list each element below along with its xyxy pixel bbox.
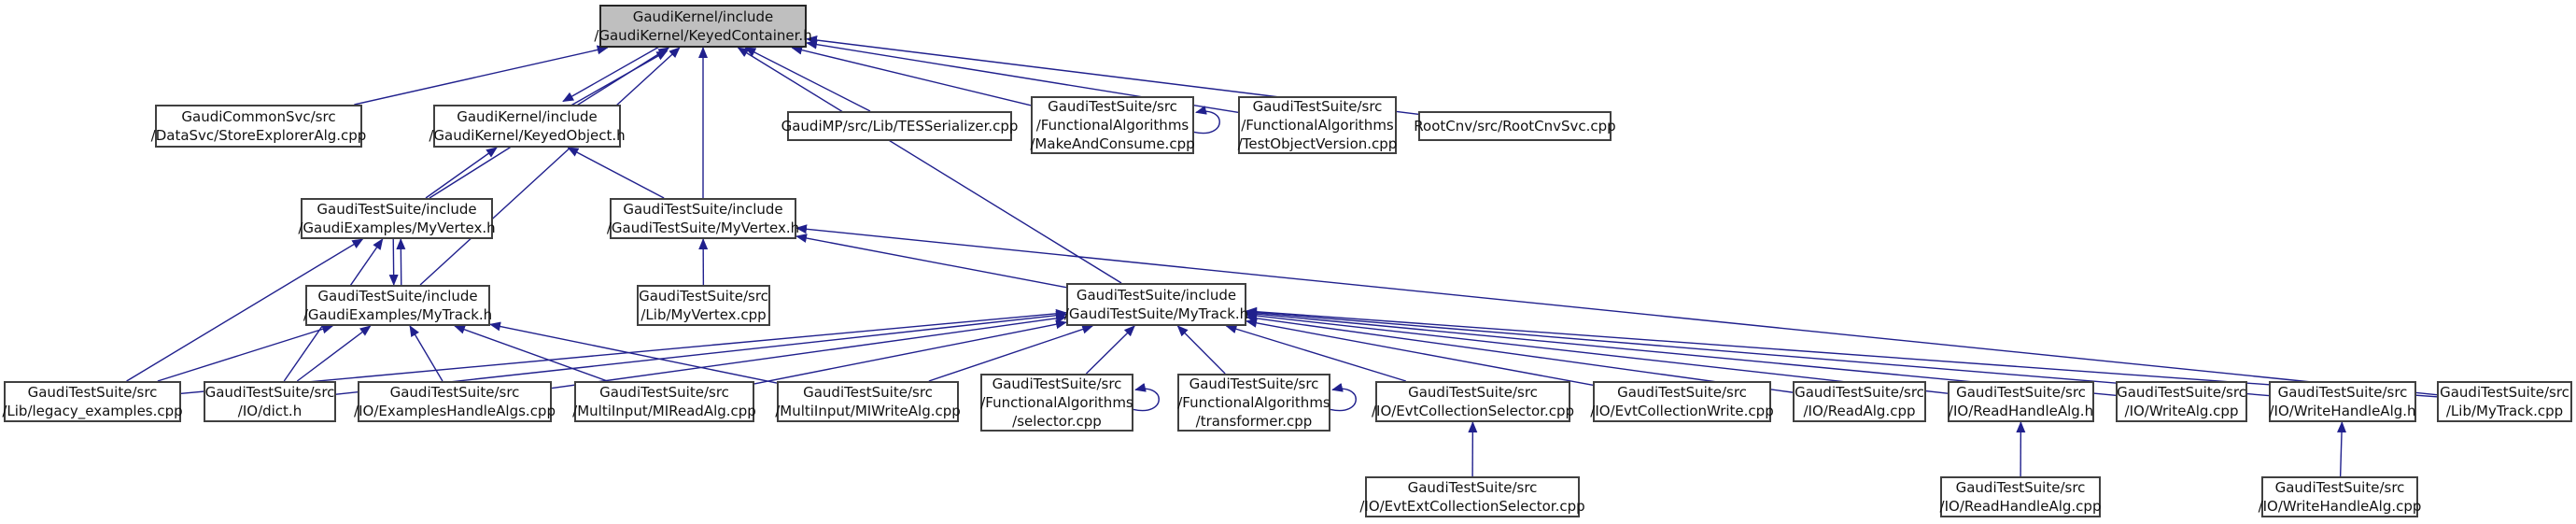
include-edge <box>296 325 372 382</box>
graph-node-makeandconsume[interactable]: GaudiTestSuite/src /FunctionalAlgorithms… <box>1030 96 1195 154</box>
include-edge <box>567 147 665 199</box>
graph-node-myvertex_ge[interactable]: GaudiTestSuite/include /GaudiExamples/My… <box>298 198 496 239</box>
include-edge <box>562 43 664 103</box>
include-edge <box>2337 421 2347 477</box>
graph-node-writealg[interactable]: GaudiTestSuite/src /IO/WriteAlg.cpp <box>2116 381 2247 422</box>
graph-node-evtcollectionselector[interactable]: GaudiTestSuite/src /IO/EvtCollectionSele… <box>1372 381 1574 422</box>
graph-node-writehandlealg_cpp[interactable]: GaudiTestSuite/src /IO/WriteHandleAlg.cp… <box>2259 476 2421 517</box>
graph-node-storeexplorer[interactable]: GaudiCommonSvc/src /DataSvc/StoreExplore… <box>151 105 366 148</box>
graph-node-evtextcollectionselector[interactable]: GaudiTestSuite/src /IO/EvtExtCollectionS… <box>1359 476 1585 517</box>
include-edge <box>419 47 681 286</box>
include-edge <box>795 224 2438 396</box>
self-loop-edge <box>1133 382 1160 412</box>
graph-node-myvertex_gts[interactable]: GaudiTestSuite/include /GaudiTestSuite/M… <box>607 198 799 239</box>
include-edge <box>791 45 1032 106</box>
self-loop-edge <box>1193 105 1220 135</box>
include-edge <box>489 321 778 384</box>
include-edge <box>454 325 608 382</box>
graph-node-miwritealg[interactable]: GaudiTestSuite/src /MultiInput/MIWriteAl… <box>775 381 961 422</box>
graph-node-exampleshandlealgs[interactable]: GaudiTestSuite/src /IO/ExamplesHandleAlg… <box>354 381 556 422</box>
graph-node-writehandlealg_h[interactable]: GaudiTestSuite/src /IO/WriteHandleAlg.h <box>2269 381 2416 422</box>
include-edge <box>425 147 498 199</box>
include-edge <box>795 234 1067 289</box>
include-edge <box>354 45 609 106</box>
include-edge <box>388 239 399 287</box>
graph-node-transformer[interactable]: GaudiTestSuite/src /FunctionalAlgorithms… <box>1177 374 1330 432</box>
graph-node-mytrack_cpp[interactable]: GaudiTestSuite/src /Lib/MyTrack.cpp <box>2437 381 2572 422</box>
include-edge <box>928 324 1094 382</box>
graph-node-tesserializer[interactable]: GaudiMP/src/Lib/TESSerializer.cpp <box>781 111 1018 141</box>
graph-node-readhandlealg_cpp[interactable]: GaudiTestSuite/src /IO/ReadHandleAlg.cpp <box>1940 476 2101 517</box>
include-edge <box>409 325 443 382</box>
graph-node-keyedobject[interactable]: GaudiKernel/include /GaudiKernel/KeyedOb… <box>429 105 626 148</box>
include-edge <box>1225 324 1406 382</box>
include-edge <box>1246 318 1594 387</box>
graph-node-readalg[interactable]: GaudiTestSuite/src /IO/ReadAlg.cpp <box>1793 381 1926 422</box>
graph-node-mytrack_gts[interactable]: GaudiTestSuite/include /GaudiTestSuite/M… <box>1064 283 1248 326</box>
include-edge <box>335 310 1067 395</box>
graph-node-testobjectversion[interactable]: GaudiTestSuite/src /FunctionalAlgorithms… <box>1237 96 1398 154</box>
include-edge <box>180 308 1067 395</box>
self-loop-edge <box>1330 382 1357 412</box>
graph-node-keyedcontainer[interactable]: GaudiKernel/include /GaudiKernel/KeyedCo… <box>594 5 812 48</box>
include-edge <box>551 313 1067 389</box>
include-edge <box>1246 311 1949 394</box>
include-edge <box>753 319 1067 385</box>
include-edge <box>737 47 1122 284</box>
graph-node-mireadalg[interactable]: GaudiTestSuite/src /MultiInput/MIReadAlg… <box>572 381 756 422</box>
graph-node-rootcnvsvc[interactable]: RootCnv/src/RootCnvSvc.cpp <box>1414 111 1616 141</box>
graph-node-mytrack_ge[interactable]: GaudiTestSuite/include /GaudiExamples/My… <box>303 285 492 326</box>
include-edge <box>1246 313 1794 393</box>
graph-node-myvertex_cpp[interactable]: GaudiTestSuite/src /Lib/MyVertex.cpp <box>637 285 770 326</box>
include-edge <box>1176 325 1226 375</box>
include-edge <box>566 50 669 109</box>
graph-node-readhandlealg_h[interactable]: GaudiTestSuite/src /IO/ReadHandleAlg.h <box>1948 381 2094 422</box>
graph-node-selector[interactable]: GaudiTestSuite/src /FunctionalAlgorithms… <box>980 374 1133 432</box>
graph-node-evtcollectionwrite[interactable]: GaudiTestSuite/src /IO/EvtCollectionWrit… <box>1590 381 1774 422</box>
include-edge <box>157 324 334 382</box>
include-edge <box>1085 325 1135 375</box>
graph-node-dict[interactable]: GaudiTestSuite/src /IO/dict.h <box>204 381 336 422</box>
include-edge <box>744 47 871 112</box>
include-edge <box>1246 307 2270 397</box>
graph-node-legacy_examples[interactable]: GaudiTestSuite/src /Lib/legacy_examples.… <box>2 381 183 422</box>
include-edge <box>126 238 364 382</box>
